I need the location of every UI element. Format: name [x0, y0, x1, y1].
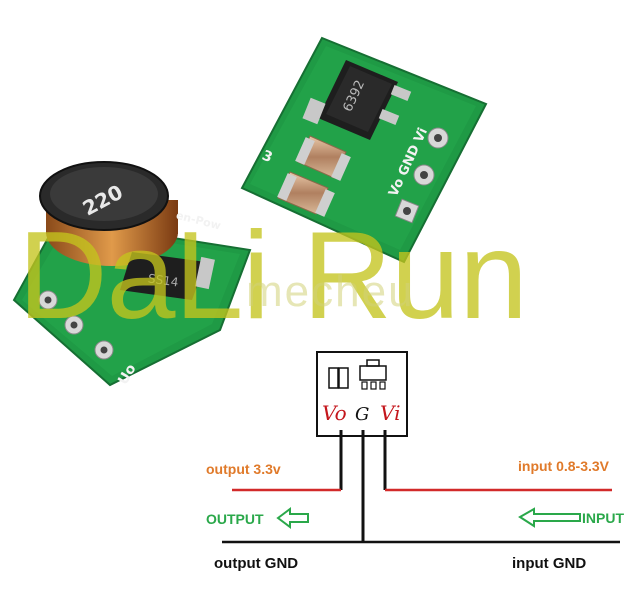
output-gnd-label: output GND	[214, 555, 299, 572]
input-gnd-label: input GND	[512, 555, 587, 572]
schematic-diagram: Vo G Vi	[222, 351, 620, 544]
output-arrow-icon	[276, 507, 309, 529]
package-glyph-left	[328, 367, 339, 389]
pin-label-vo: Vo	[322, 401, 347, 425]
left-pin-pads	[38, 290, 114, 360]
left-diode-chip: SS14	[120, 252, 215, 300]
right-pcb-board: 6392 3 Vo GND Vi	[240, 36, 488, 264]
pin-label-g: G	[355, 404, 369, 425]
watermark-sub: mecheu	[246, 267, 415, 316]
input-voltage-label: input 0.8-3.3V	[518, 458, 610, 474]
right-regulator-chip: 6392	[302, 60, 412, 140]
right-pin-pads	[394, 127, 449, 224]
diode-marking: SS14	[147, 271, 179, 289]
input-label: INPUT	[582, 510, 624, 526]
pin-label-vi: Vi	[380, 401, 401, 425]
input-arrow-icon	[518, 507, 581, 528]
output-label: OUTPUT	[206, 511, 264, 527]
right-capacitors	[277, 135, 351, 217]
output-voltage-label: output 3.3v	[206, 461, 281, 477]
left-inductor: 220	[39, 161, 178, 266]
watermark-main: DaLi Run	[18, 207, 528, 345]
left-pcb-board: 220 SS14 en-Pow Uo	[12, 161, 252, 388]
